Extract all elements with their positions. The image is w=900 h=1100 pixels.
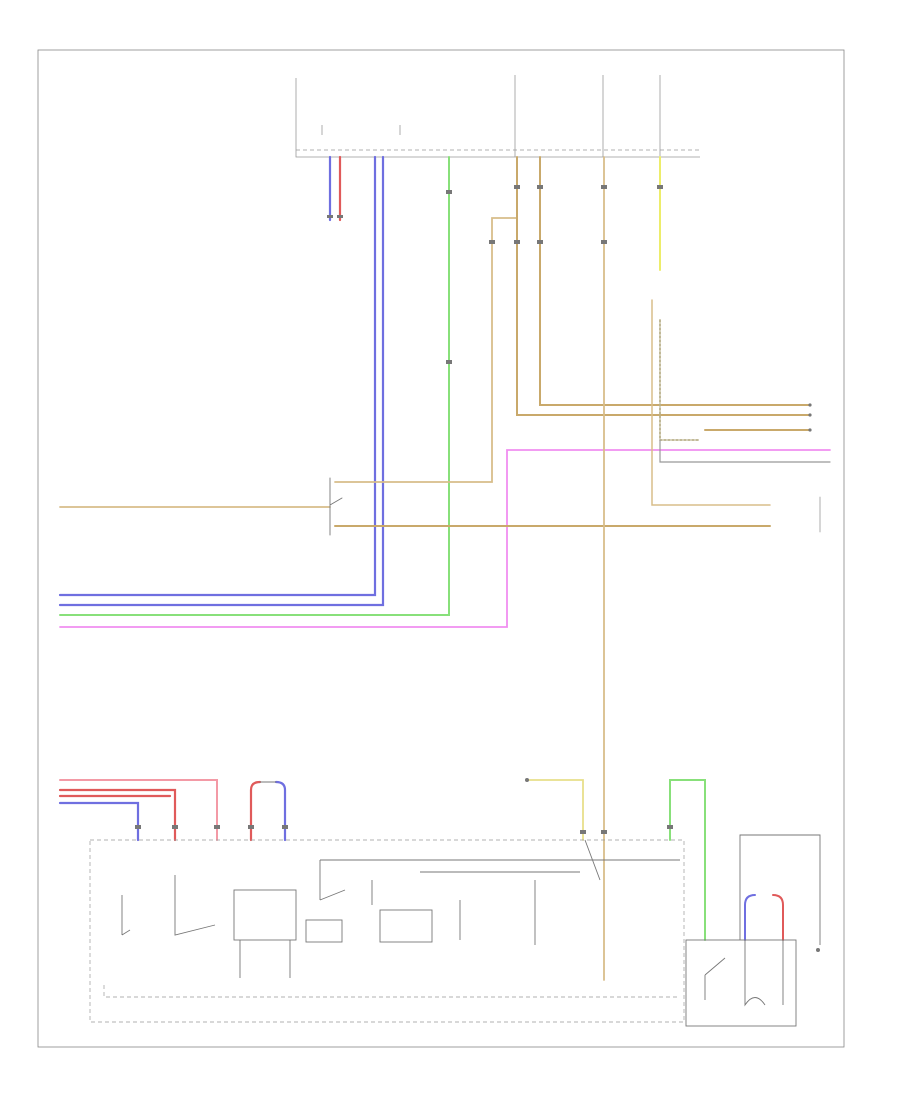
bottom-control-module (89, 839, 685, 1023)
top-header-ticks (321, 75, 661, 157)
page-frame (37, 49, 845, 1048)
wire-green-b1 (669, 779, 706, 941)
wire-yellow-b1 (526, 779, 584, 841)
wire-blue-3 (58, 155, 385, 607)
wire-tan-relay-top (334, 217, 518, 483)
wire-tan-v1 (516, 156, 811, 416)
connector-marks (135, 185, 812, 834)
right-relay-coil (744, 940, 784, 1007)
wire-magenta-1 (59, 449, 831, 628)
inner-switch-3 (319, 860, 346, 901)
inner-block-3 (379, 909, 433, 943)
wire-blue-2 (58, 155, 377, 597)
wire-blue-r (744, 894, 756, 941)
inner-block-1 (233, 889, 297, 941)
wire-olive-1 (659, 319, 701, 441)
wire-pink-b1 (59, 779, 218, 841)
right-ground (816, 948, 820, 952)
inner-diag (584, 839, 601, 881)
wire-red-loop (249, 780, 262, 842)
module-inner-bus (103, 985, 680, 998)
relay-switch (329, 477, 343, 536)
wire-red-b1 (58, 788, 177, 842)
wire-blue-loop (274, 780, 287, 842)
wire-blue-b1 (58, 801, 140, 842)
right-relay-switch (704, 957, 726, 1000)
wire-tan-v2 (539, 156, 811, 406)
inner-drop-lines (239, 880, 536, 978)
inner-switch-2 (174, 875, 216, 936)
wire-green-1 (59, 156, 450, 616)
wire-red-r (772, 894, 784, 941)
top-fuse-box (295, 78, 700, 158)
inner-block-2 (305, 919, 343, 943)
wire-tan-right-2 (651, 299, 771, 506)
right-relay-frame (739, 834, 821, 945)
wire-gray-right (659, 439, 831, 463)
wire-group (58, 155, 831, 981)
right-relay-box (685, 939, 797, 1027)
inner-switch-1 (121, 895, 131, 936)
